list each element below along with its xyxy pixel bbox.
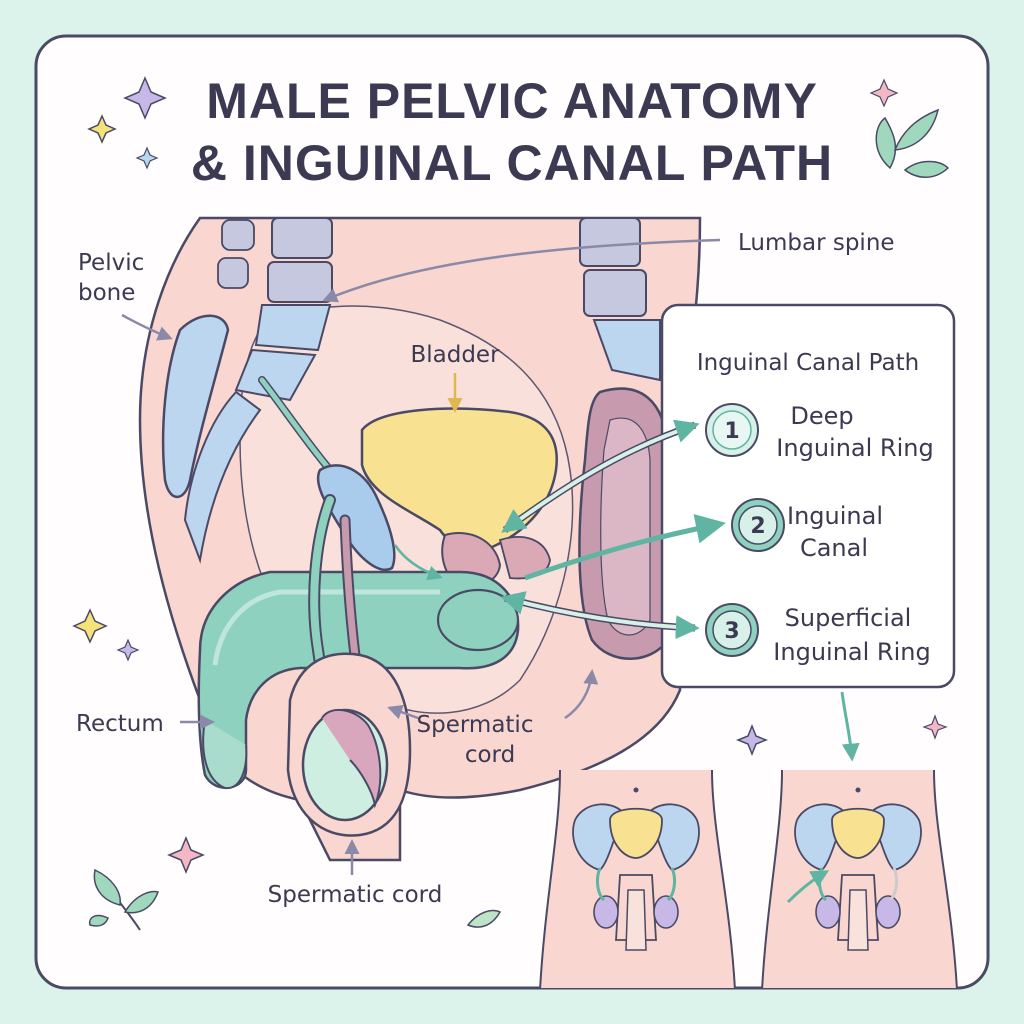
step-1-badge: 1 [705,403,759,457]
step-2-line1: Inguinal [787,502,883,530]
label-pelvic-bone-line1: Pelvic [78,250,144,276]
inguinal-path-arrows [500,419,860,762]
sparkle-icon [123,76,167,120]
title-line-2: & INGUINAL CANAL PATH [191,135,833,191]
frontal-view-left [538,769,737,988]
sparkle-decorations [72,76,948,874]
glans [202,719,248,790]
step-3-number: 3 [724,619,739,644]
sparkle-icon [135,146,159,170]
lumbar-spine-left [217,217,333,402]
arrow-seminal-vesicle [393,544,443,581]
arrow-superficial-ring [500,591,700,640]
step-1-line1: Deep [790,402,853,430]
arrow-inguinal-canal [524,513,726,581]
label-lumbar-spine: Lumbar spine [738,230,895,256]
label-arrows [121,238,721,875]
step-2-number: 2 [750,514,765,539]
arrow-to-detail-views [840,691,860,762]
sacrum [183,390,262,564]
label-pelvic-bone-line2: bone [78,280,135,306]
label-spermatic-cord-mid-line1: Spermatic [417,712,534,738]
label-spermatic-cord-bottom: Spermatic cord [268,882,443,908]
sparkle-icon [735,723,769,757]
arrow-deep-ring [501,419,700,533]
arrow-spermatic-cord-side [564,669,599,720]
arrow-lumbar-spine [322,238,721,303]
pelvic-bone-shape [161,314,230,499]
epididymis [321,709,382,809]
leaf-icon [93,868,121,906]
step-1-line2: Inguinal Ring [776,434,933,462]
title-line-1: MALE PELVIC ANATOMY [206,73,818,129]
leaf-icon [875,116,897,170]
step-3-line2: Inguinal Ring [773,638,930,666]
sparkle-icon [167,836,205,874]
vas-deferens [259,377,333,473]
lumbar-spine-right [579,217,661,382]
leaf-decorations [88,108,950,931]
step-2-badge: 2 [731,498,785,552]
sparkle-icon [869,78,899,108]
leaf-icon [88,914,109,927]
step-3-line1: Superficial [785,604,912,632]
inguinal-panel-title: Inguinal Canal Path [697,350,919,376]
arrow-inguinal-detail [786,870,830,904]
label-bladder: Bladder [410,342,500,368]
frontal-view-right [760,769,959,988]
sparkle-icon [116,638,140,662]
seminal-vesicle [316,464,396,571]
sparkle-icon [922,714,948,740]
inguinal-canal-panel: Inguinal Canal Path 1 Deep Inguinal Ring… [660,303,956,689]
leaf-icon [123,890,159,914]
leaf-icon [893,108,940,151]
label-spermatic-cord-mid-line2: cord [465,742,515,768]
sparkle-icon [87,114,117,144]
arrow-spermatic-cord-mid [387,704,419,720]
arrow-pelvic-bone [121,313,173,341]
leaf-icon [466,909,502,928]
sparkle-icon [72,608,108,644]
label-rectum: Rectum [76,711,164,737]
step-2-line2: Canal [800,534,868,562]
step-1-number: 1 [724,419,739,444]
leaf-icon [903,160,950,178]
step-3-badge: 3 [705,603,759,657]
